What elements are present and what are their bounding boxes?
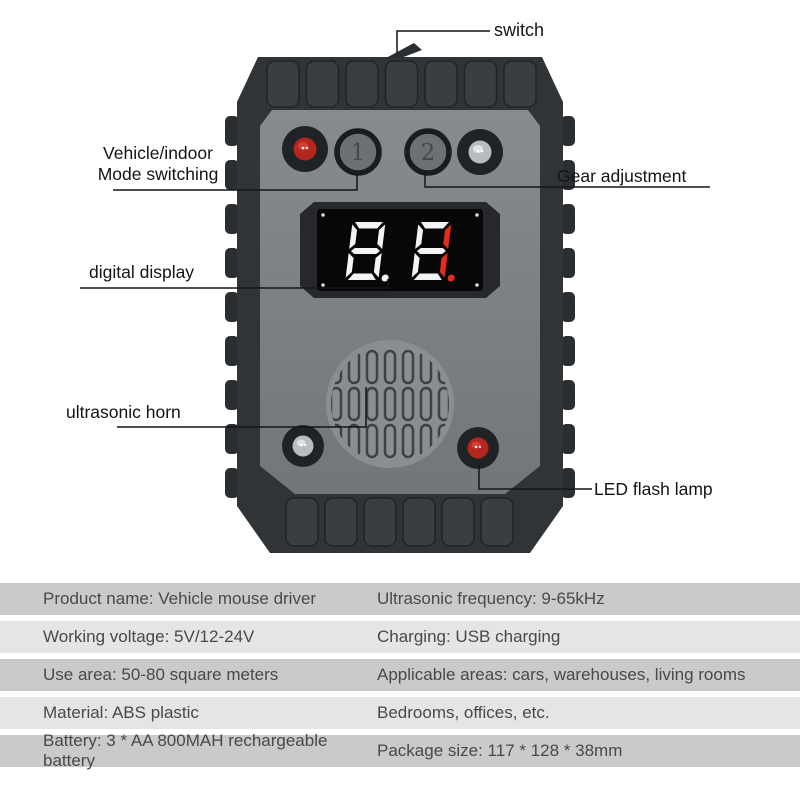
spec-row: Material: ABS plastic Bedrooms, offices,… bbox=[0, 697, 800, 729]
spec-cell: Applicable areas: cars, warehouses, livi… bbox=[377, 665, 746, 684]
spec-cell: Ultrasonic frequency: 9-65kHz bbox=[377, 589, 605, 608]
rubber-side-ribs bbox=[225, 116, 575, 498]
leader-line-switch bbox=[396, 30, 490, 53]
indicator-led-white-top bbox=[457, 129, 503, 175]
spec-cell: Product name: Vehicle mouse driver bbox=[43, 589, 317, 608]
spec-cell: Working voltage: 5V/12-24V bbox=[43, 627, 255, 646]
annotation-ultrasonic-horn: ultrasonic horn bbox=[66, 402, 181, 422]
spec-row: Working voltage: 5V/12-24V Charging: USB… bbox=[0, 621, 800, 653]
leader-line-mode bbox=[113, 174, 358, 191]
led-flash-lamp bbox=[457, 427, 499, 469]
display-screen bbox=[317, 209, 483, 291]
spec-row: Battery: 3 * AA 800MAH rechargeable batt… bbox=[0, 731, 800, 770]
spec-cell: Bedrooms, offices, etc. bbox=[377, 703, 550, 722]
annotation-switch: switch bbox=[494, 20, 545, 40]
leader-line-horn bbox=[117, 387, 367, 428]
indicator-led-red-top bbox=[282, 126, 328, 172]
spec-cell: Material: ABS plastic bbox=[43, 703, 199, 722]
button-2-label: 2 bbox=[421, 140, 436, 166]
spec-cell: Charging: USB charging bbox=[377, 627, 561, 646]
bumper-notches bbox=[266, 60, 537, 547]
mode-button-1: 1 bbox=[334, 128, 382, 176]
annotation-mode-line2: Mode switching bbox=[97, 164, 219, 185]
device-illustration: 1 2 bbox=[80, 30, 710, 553]
digital-display bbox=[300, 202, 500, 298]
button-1-label: 1 bbox=[351, 140, 366, 166]
seven-segment-digits bbox=[345, 222, 455, 282]
annotation-mode-switching: Vehicle/indoor Mode switching bbox=[84, 143, 232, 186]
power-switch-lever bbox=[386, 43, 422, 58]
spec-cell: Package size: 117 * 128 * 38mm bbox=[377, 741, 623, 760]
gear-button-2: 2 bbox=[404, 128, 452, 176]
spec-cell: Use area: 50-80 square meters bbox=[43, 665, 279, 684]
spec-table: Product name: Vehicle mouse driver Ultra… bbox=[0, 583, 800, 773]
annotation-digital-display: digital display bbox=[89, 262, 195, 282]
spec-row: Product name: Vehicle mouse driver Ultra… bbox=[0, 583, 800, 615]
spec-cell: Battery: 3 * AA 800MAH rechargeable batt… bbox=[43, 731, 328, 770]
annotation-led-flash-lamp: LED flash lamp bbox=[594, 479, 713, 499]
leader-line-display bbox=[80, 279, 389, 289]
display-screws bbox=[321, 213, 479, 287]
annotation-mode-line1: Vehicle/indoor bbox=[103, 143, 213, 163]
spec-row: Use area: 50-80 square meters Applicable… bbox=[0, 659, 800, 691]
leader-line-gear bbox=[424, 172, 710, 188]
annotation-gear-adjustment: Gear adjustment bbox=[557, 166, 687, 186]
indicator-led-white-bottom bbox=[282, 425, 324, 467]
leader-line-led bbox=[478, 465, 592, 490]
